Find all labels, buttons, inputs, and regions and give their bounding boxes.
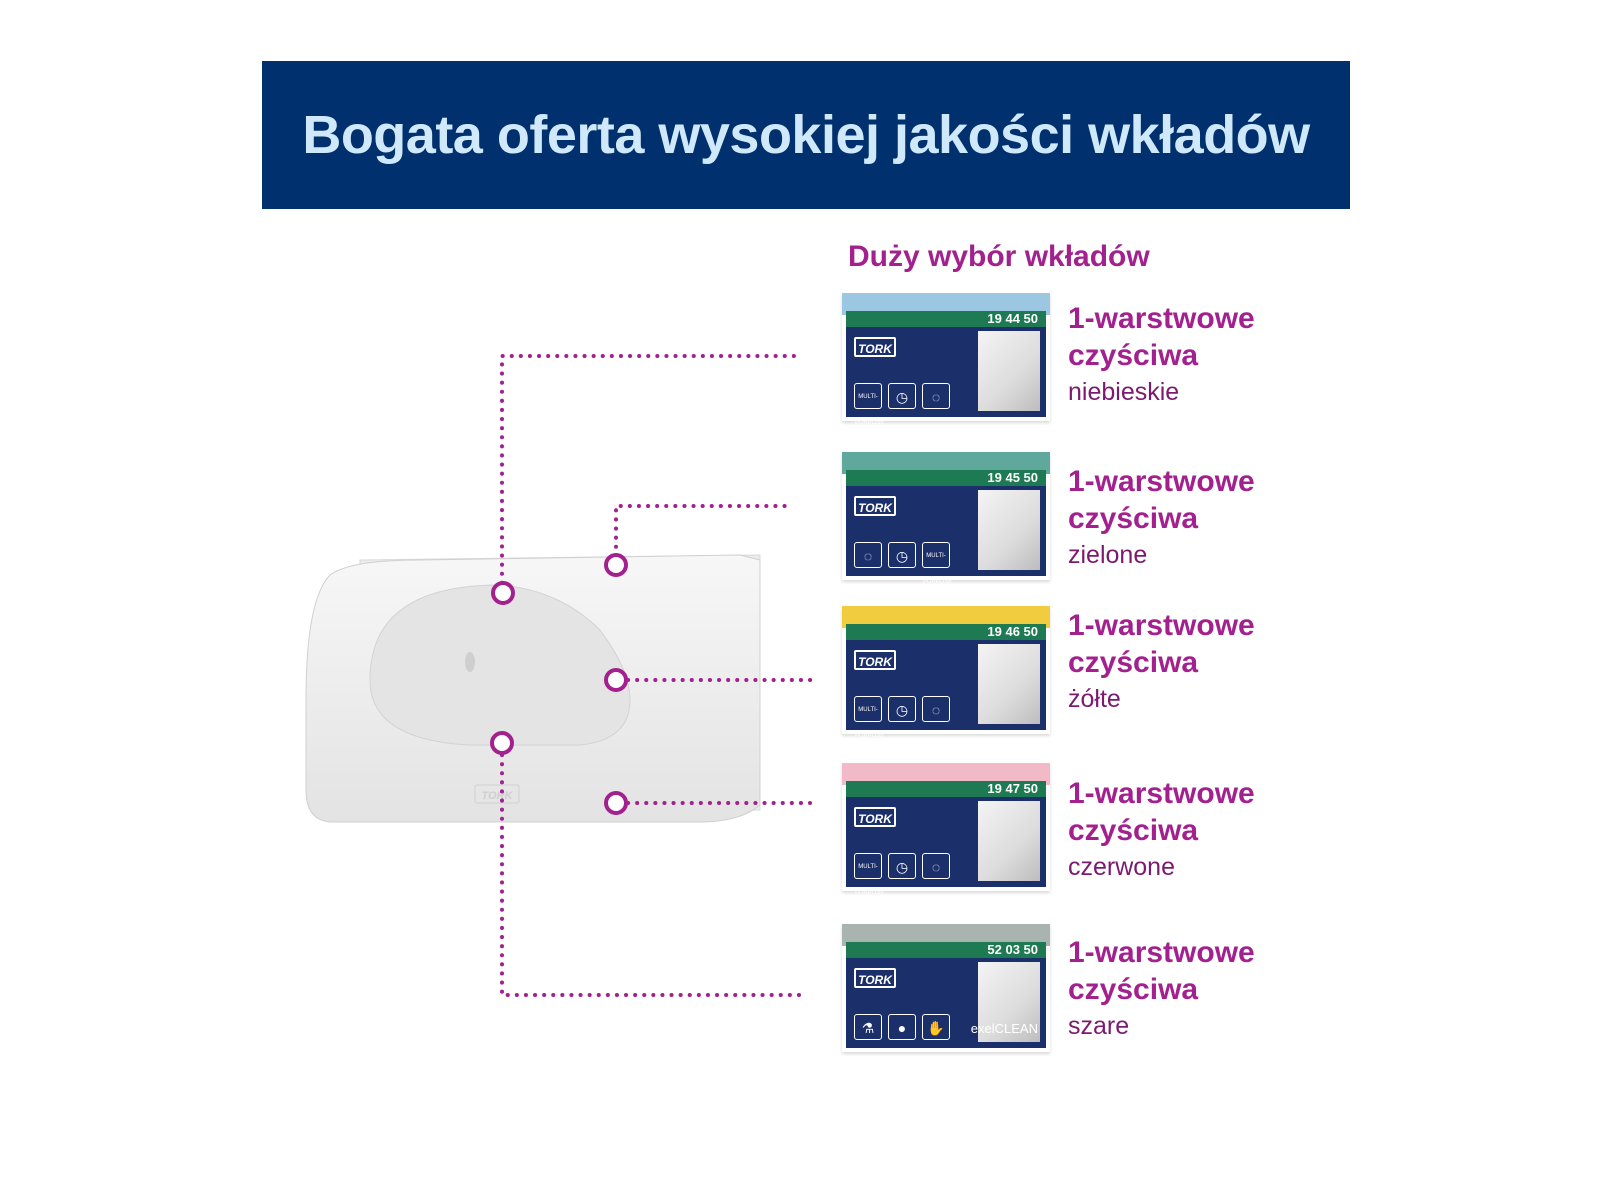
product-pack-2: 19 45 50 TORK ◌◷MULTI-PURPOSE [842,452,1050,585]
product-description-4: 1-warstwowe czyściwa czerwone [1068,775,1255,886]
connector-1 [500,354,797,594]
product-type: czyściwa [1068,339,1199,372]
keyhole-icon [465,652,475,672]
pack-lid [842,924,1050,946]
product-ply: 1-warstwowe [1068,465,1255,498]
flask-icon: ⚗ [854,1014,882,1040]
clock-icon: ◷ [888,696,916,722]
wipe-photo [978,331,1040,411]
hand-icon: ✋ [922,1014,950,1040]
multipurpose-icon: MULTI-PURPOSE [854,853,884,896]
product-description-2: 1-warstwowe czyściwa zielone [1068,463,1255,574]
product-code: 19 46 50 [846,624,1046,640]
pack-front: 19 47 50 TORK MULTI-PURPOSE◷◌ [846,781,1046,896]
header-banner: Bogata oferta wysokiej jakości wkładów [262,61,1350,209]
pack-icons: MULTI-PURPOSE◷◌ [854,853,950,896]
product-type: czyściwa [1068,502,1199,535]
connector-5 [500,753,807,997]
dispenser-opening [369,584,631,746]
pack-icons: ◌◷MULTI-PURPOSE [854,542,952,585]
wipe-photo [978,962,1040,1042]
section-subtitle: Duży wybór wkładów [848,240,1150,273]
connector-2 [614,504,792,567]
product-color: żółte [1068,685,1121,713]
product-ply: 1-warstwowe [1068,936,1255,969]
product-ply: 1-warstwowe [1068,777,1255,810]
bubbles-icon: ◌ [922,383,950,409]
bubbles-icon: ◌ [922,696,950,722]
product-description-1: 1-warstwowe czyściwa niebieskie [1068,300,1255,411]
multipurpose-icon: MULTI-PURPOSE [854,696,884,739]
bubbles-icon: ◌ [854,542,882,568]
connector-point-5 [604,791,628,815]
product-color: niebieskie [1068,378,1180,406]
product-code: 19 44 50 [846,311,1046,327]
connector-point-3 [604,668,628,692]
connector-point-2 [604,553,628,577]
pack-icons: ⚗●✋ [854,1014,950,1040]
wipe-photo [978,490,1040,570]
product-description-3: 1-warstwowe czyściwa żółte [1068,607,1255,718]
tork-logo: TORK [854,807,896,827]
bubbles-icon: ◌ [922,853,950,879]
multipurpose-icon: MULTI-PURPOSE [922,542,952,585]
product-color: czerwone [1068,853,1175,881]
tork-logo: TORK [854,968,896,988]
product-pack-4: 19 47 50 TORK MULTI-PURPOSE◷◌ [842,763,1050,896]
product-type: czyściwa [1068,973,1199,1006]
dispenser-logo: TORK [482,790,514,802]
product-ply: 1-warstwowe [1068,609,1255,642]
product-code: 19 47 50 [846,781,1046,797]
multipurpose-icon: MULTI-PURPOSE [854,383,884,426]
product-type: czyściwa [1068,646,1199,679]
clock-icon: ◷ [888,383,916,409]
product-color: szare [1068,1012,1130,1040]
wipe-photo [978,801,1040,881]
pack-front: 19 44 50 TORK MULTI-PURPOSE◷◌ [846,311,1046,426]
pack-front: 52 03 50 TORK ⚗●✋ exelCLEAN [846,942,1046,1048]
product-type: czyściwa [1068,814,1199,847]
brand-tag: exelCLEAN [970,1021,1038,1036]
product-color: zielone [1068,541,1148,569]
pack-lid [842,606,1050,628]
tork-logo: TORK [854,496,896,516]
wipe-photo [978,644,1040,724]
pack-front: 19 45 50 TORK ◌◷MULTI-PURPOSE [846,470,1046,585]
dispenser-logo-frame [474,784,520,804]
product-code: 19 45 50 [846,470,1046,486]
clock-icon: ◷ [888,853,916,879]
product-description-5: 1-warstwowe czyściwa szare [1068,934,1255,1045]
pack-lid [842,763,1050,785]
product-pack-5: 52 03 50 TORK ⚗●✋ exelCLEAN [842,924,1050,1052]
connector-point-1 [491,581,515,605]
pack-lid [842,452,1050,474]
pack-front: 19 46 50 TORK MULTI-PURPOSE◷◌ [846,624,1046,739]
product-ply: 1-warstwowe [1068,302,1255,335]
page-title: Bogata oferta wysokiej jakości wkładów [302,105,1310,165]
connector-point-4 [490,731,514,755]
product-code: 52 03 50 [846,942,1046,958]
pack-icons: MULTI-PURPOSE◷◌ [854,383,950,426]
tork-logo: TORK [854,337,896,357]
drops-icon: ● [888,1014,916,1040]
tork-logo: TORK [854,650,896,670]
pack-lid [842,293,1050,315]
clock-icon: ◷ [888,542,916,568]
product-pack-1: 19 44 50 TORK MULTI-PURPOSE◷◌ [842,293,1050,426]
product-pack-3: 19 46 50 TORK MULTI-PURPOSE◷◌ [842,606,1050,739]
pack-icons: MULTI-PURPOSE◷◌ [854,696,950,739]
